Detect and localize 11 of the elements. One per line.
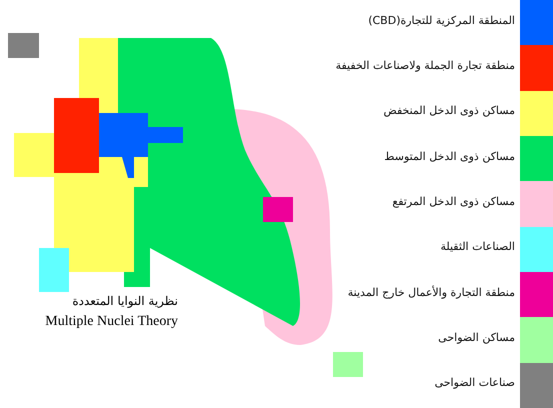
legend-label: صناعات الضواحى — [434, 376, 515, 390]
diagram-label: نظرية النوايا المتعددة — [72, 294, 178, 308]
legend-label: مساكن ذوى الدخل المرتفع — [392, 195, 515, 208]
legend-label: منطقة تجارة الجملة ولاصناعات الخفيفة — [336, 59, 515, 72]
legend-label: مساكن الضواحى — [438, 331, 515, 344]
legend-label: الصناعات الثقيلة — [440, 240, 515, 254]
legend-label: منطقة التجارة والأعمال خارج المدينة — [348, 286, 515, 299]
legend-label: مساكن ذوى الدخل المنخفض — [383, 104, 515, 118]
diagram-label: Multiple Nuclei Theory — [45, 314, 178, 330]
legend-label: مساكن ذوى الدخل المتوسط — [384, 150, 515, 163]
legend-label: المنطقة المركزية للتجارة(CBD) — [368, 14, 515, 27]
